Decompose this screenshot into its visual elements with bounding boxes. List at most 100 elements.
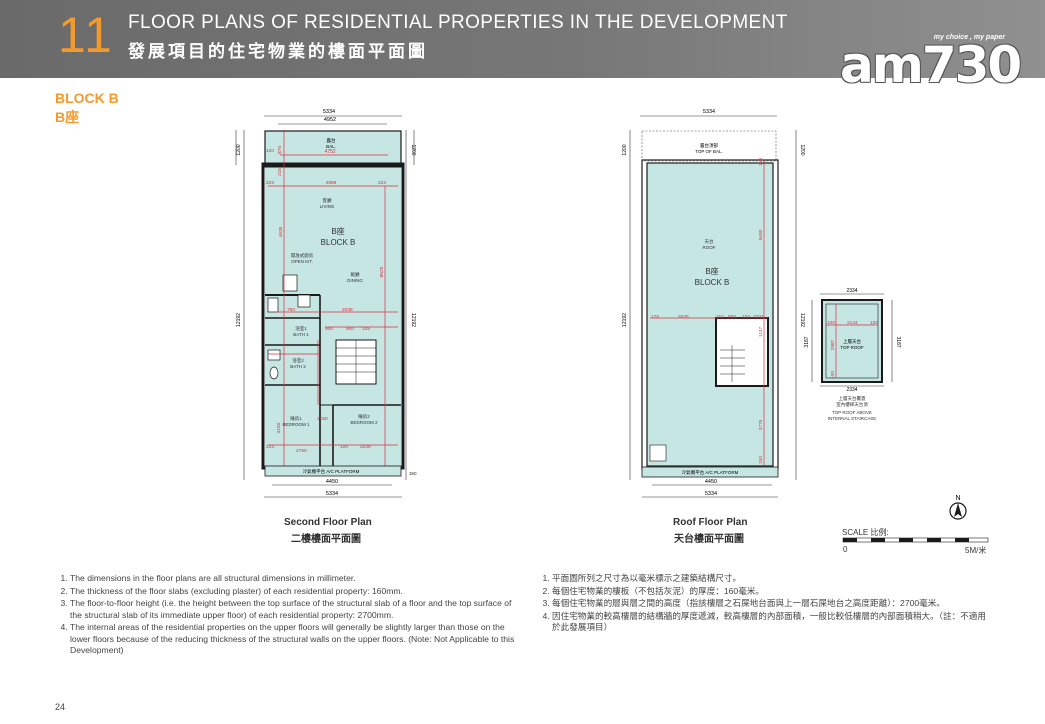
room-bal-en: BAL. (326, 144, 336, 149)
toproof-note-zh2: 室內樓梯天台頂 (836, 401, 868, 408)
dim-8525: 8525 (379, 266, 385, 277)
roof-dim-152: 152 (716, 314, 724, 320)
notes-en: The dimensions in the floor plans are al… (55, 573, 522, 658)
roof-room-roof-en: ROOF (703, 245, 716, 250)
roof-block-zh: B座 (705, 266, 718, 276)
room-bath2-en: BATH 2 (290, 364, 306, 369)
roof-dim-150c: 150 (758, 456, 764, 464)
roof-dim-150a: 150 (758, 158, 764, 166)
room-bed2-zh: 睡房2 (358, 413, 370, 420)
room-bath1-zh: 浴室1 (295, 325, 307, 332)
note-en-1: The dimensions in the floor plans are al… (70, 573, 522, 585)
dim-side-12192-right: 12192 (410, 313, 416, 327)
dim-2038: 2038 (342, 307, 353, 313)
dim-top-inner: 4952 (324, 117, 336, 123)
page-title-zh: 發展項目的住宅物業的樓面平面圖 (128, 42, 428, 61)
roof-dim-1034: 1034 (753, 314, 764, 320)
toproof-dim-2134: 2134 (847, 320, 858, 326)
dim-side-1200-left: 1200 (236, 144, 242, 155)
room-kit-en: OPEN KIT. (291, 259, 313, 264)
roof-ac-platform: 冷氣機平台 A/C PLATFORM (682, 469, 739, 476)
roof-dim-5630: 5630 (758, 229, 764, 240)
roof-top-bal-zh: 露台頂部 (700, 142, 718, 149)
dim-bottom-outer: 5334 (326, 491, 338, 497)
toproof-dim-100c: 100 (830, 371, 836, 379)
dim-223a: 223 (266, 180, 274, 186)
second-floor-plan: 5334 4952 1200 12192 1200 12192 露台 BAL. … (235, 109, 417, 498)
roof-dim-3775: 3775 (758, 419, 764, 430)
note-zh-2: 每個住宅物業的樓板（不包括灰泥）的厚度：160毫米。 (552, 586, 992, 598)
roof-dim-150b: 150 (742, 314, 750, 320)
roof-top-bal-en: TOP OF BAL. (695, 149, 723, 154)
room-kit-zh: 開放式廚房 (291, 252, 314, 259)
toproof-dim-3187-left: 3187 (804, 336, 810, 347)
dim-living-width: 4888 (326, 180, 337, 186)
dim-2038b: 2038 (360, 444, 371, 450)
roof-dim-top-outer: 5334 (703, 109, 715, 115)
dim-215: 215 (277, 168, 283, 176)
roof-floor-plan: 5334 1200 12192 1200 12192 露台頂部 TOP OF B… (622, 109, 805, 498)
scale-end: 5M/米 (965, 546, 987, 555)
room-living-zh: 客廳 (323, 197, 332, 204)
roof-room-roof-zh: 天台 (705, 238, 714, 245)
roof-dim-1200-right: 1200 (799, 144, 805, 155)
second-floor-caption-zh: 二樓樓面平面圖 (291, 534, 361, 545)
dim-120: 120 (266, 148, 274, 154)
roof-floor-caption-zh: 天台樓面平面圖 (674, 534, 744, 545)
note-en-2: The thickness of the floor slabs (exclud… (70, 586, 522, 598)
dim-750: 750 (287, 307, 295, 313)
toproof-dim-2987: 2987 (830, 339, 836, 350)
roof-dim-12192-left: 12192 (622, 313, 628, 327)
page-number: 24 (55, 702, 66, 712)
dim-875: 875 (277, 146, 283, 154)
second-floor-caption-en: Second Floor Plan (284, 517, 372, 528)
section-number: 11 (58, 7, 114, 63)
am730-logo: my choice , my paper am730 (840, 28, 1022, 94)
dim-335: 335 (362, 326, 370, 332)
note-en-3: The floor-to-floor height (i.e. the heig… (70, 598, 522, 621)
note-zh-1: 平面圖所列之尺寸為以毫米標示之建築結構尺寸。 (552, 573, 992, 585)
dim-side-12192-left: 12192 (236, 313, 242, 327)
toproof-dim-100b: 100 (870, 320, 878, 326)
scale-bar (842, 537, 989, 543)
dim-900b: 900 (346, 326, 354, 332)
toproof-dim-top: 2334 (846, 288, 857, 294)
logo-wordmark: am730 (840, 36, 1022, 94)
north-arrow-icon: N (949, 495, 967, 520)
scale-label: SCALE 比例: (842, 528, 889, 537)
logo-tagline: my choice , my paper (933, 34, 1005, 41)
dim-bal-width: 4752 (324, 149, 335, 155)
roof-dim-2625: 2625 (678, 314, 689, 320)
dim-bottom-inner: 4450 (326, 479, 338, 485)
dim-900a: 900 (325, 326, 333, 332)
notes-zh: 平面圖所列之尺寸為以毫米標示之建築結構尺寸。 每個住宅物業的樓板（不包括灰泥）的… (537, 573, 992, 635)
roof-dim-175: 175 (651, 314, 659, 320)
dim-top-outer: 5334 (323, 109, 335, 115)
room-bed1-zh: 睡房1 (290, 415, 302, 422)
room-bath1-en: BATH 1 (293, 332, 309, 337)
toproof-note-zh1: 上層天台覆蓋 (839, 395, 866, 402)
note-en-4: The internal areas of the residential pr… (70, 622, 522, 657)
north-label: N (955, 495, 960, 502)
roof-floor-caption-en: Roof Floor Plan (673, 517, 748, 528)
dim-1650: 1650 (317, 416, 328, 422)
roof-dim-900: 900 (728, 314, 736, 320)
page-title-en: FLOOR PLANS OF RESIDENTIAL PROPERTIES IN… (128, 12, 788, 33)
dim-4635: 4635 (278, 226, 284, 237)
dim-side-1200-right: 1200 (410, 144, 416, 155)
header-banner (0, 0, 1045, 78)
room-dining-zh: 飯廳 (351, 271, 360, 278)
room-bath2-zh: 浴室2 (292, 357, 304, 364)
room-bal-zh: 露台 (327, 137, 336, 144)
dim-223b: 223 (378, 180, 386, 186)
block-label-en: BLOCK B (55, 90, 119, 106)
roof-dim-12192-right: 12192 (799, 313, 805, 327)
toproof-label-zh: 上層天台 (843, 338, 861, 345)
dim-3150: 3150 (276, 422, 282, 433)
roof-dim-1137: 1137 (758, 327, 764, 338)
toproof-dim-3187-right: 3187 (895, 336, 901, 347)
roof-dim-1200-left: 1200 (622, 144, 628, 155)
toproof-dim-100a: 100 (827, 320, 835, 326)
room-living-en: LIVING (320, 204, 335, 209)
dim-360: 360 (409, 471, 417, 476)
